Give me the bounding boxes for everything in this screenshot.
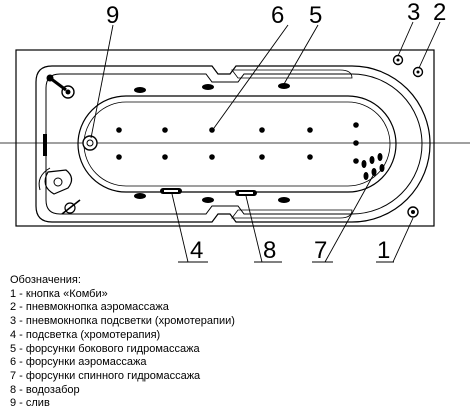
legend-item: 7 - форсунки спинного гидромассажа [10,369,201,382]
side-hydromassage-jets [134,83,290,203]
callout-1: 1 [377,237,390,264]
faucet-icon [38,74,81,215]
callout-7: 7 [314,237,327,264]
callout-5: 5 [309,2,322,29]
legend: Обозначения: 1 - кнопка «Комби» 2 - пнев… [10,274,465,411]
chromotherapy-button-icon [392,54,404,66]
bathtub-basin-inner [83,101,391,187]
chromotherapy-light-icon [160,188,182,194]
combi-button-icon [407,206,419,218]
legend-item: 5 - форсунки бокового гидромассажа [10,342,200,355]
callout-9: 9 [106,2,119,29]
air-massage-button-icon [412,66,424,78]
back-hydromassage-jets [361,153,385,180]
legend-item: 4 - подсветка (хромотерапия) [10,328,161,341]
bathtub-diagram: 9 6 5 3 2 4 8 7 1 [0,0,470,264]
legend-item: 3 - пневмокнопка подсветки (хромотерапии… [10,315,235,328]
legend-item: 1 - кнопка «Комби» [10,287,108,300]
legend-item: 9 - слив [10,397,50,410]
bathtub-outer-rim [15,49,435,227]
callout-4: 4 [190,237,203,264]
callout-8: 8 [263,237,276,264]
drain-icon [82,135,98,151]
legend-item: 8 - водозабор [10,383,80,396]
bathtub-inner-wall [45,73,423,215]
bathtub-basin [77,95,397,193]
bathtub-inner-rim [35,65,431,223]
water-intake-icon [235,190,257,196]
leader-lines [90,21,441,263]
callout-6: 6 [271,2,284,29]
legend-title: Обозначения: [10,274,81,286]
air-massage-jets [116,122,359,164]
callout-3: 3 [407,0,420,26]
legend-item: 6 - форсунки аэромассажа [10,356,147,369]
callout-2: 2 [433,0,446,26]
legend-item: 2 - пневмокнопка аэромассажа [10,301,169,314]
bottom-side-recess [231,209,353,219]
top-side-recess [231,69,353,79]
